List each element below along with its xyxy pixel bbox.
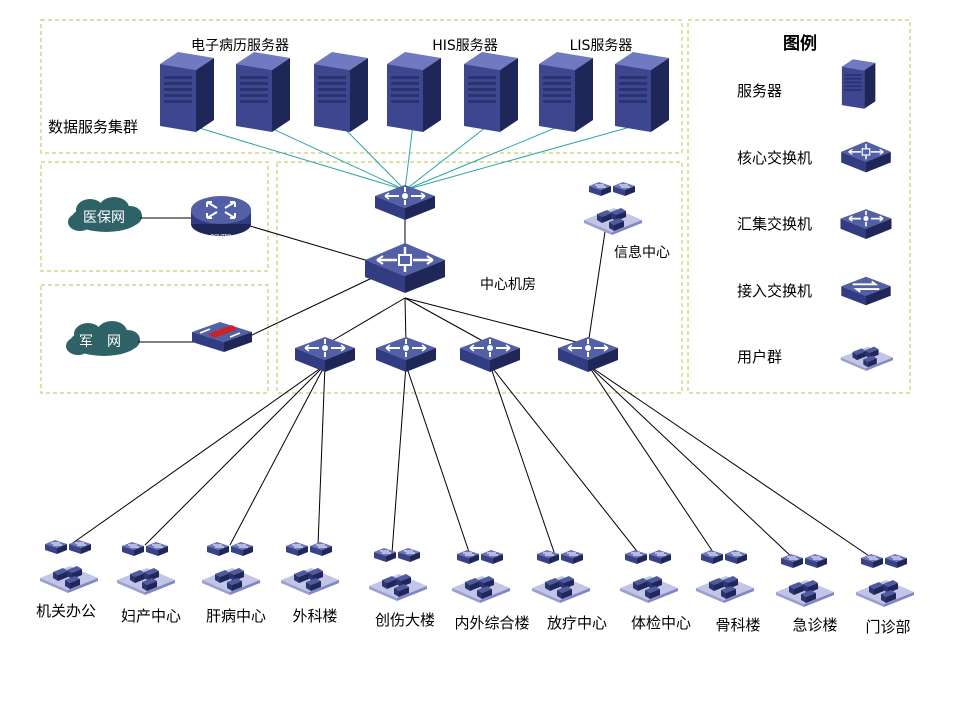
server-icon	[841, 59, 876, 109]
military-net-box	[40, 284, 269, 394]
building-label: 放疗中心	[547, 614, 607, 632]
user-group-icon	[117, 542, 175, 595]
central-room-label: 中心机房	[480, 277, 536, 293]
core-switch-icon	[363, 241, 447, 295]
server-links	[185, 123, 642, 191]
server-icon	[539, 52, 593, 132]
building-label: 肝病中心	[206, 607, 266, 625]
server-icon	[160, 52, 214, 132]
military-net-label: 军 网	[79, 334, 121, 350]
legend-box	[687, 19, 911, 394]
user-group-icon	[841, 347, 893, 371]
medical-insurance-label: 医保网	[83, 210, 125, 226]
medical-insurance-box	[40, 161, 269, 272]
user-group-icon	[40, 540, 98, 593]
access-switch-icon	[840, 275, 892, 307]
server-icon	[314, 52, 368, 132]
building-row	[40, 540, 914, 607]
aggregation-switch-icon	[459, 336, 521, 373]
server-icon	[615, 52, 669, 132]
building-labels: 机关办公 妇产中心 肝病中心 外科楼 创伤大楼 内外综合楼 放疗中心 体检中心 …	[36, 602, 911, 636]
his-server-label: HIS服务器	[432, 38, 498, 54]
server-icon	[236, 52, 290, 132]
user-group-icon	[452, 550, 510, 603]
router-icon	[190, 195, 252, 237]
core-links	[249, 210, 607, 346]
legend-label: 汇集交换机	[737, 215, 812, 233]
data-cluster-box	[40, 19, 683, 154]
building-label: 妇产中心	[121, 607, 181, 625]
user-group-icon	[202, 542, 260, 595]
info-center-label: 信息中心	[614, 244, 670, 261]
aggregation-switch-icon	[557, 336, 619, 373]
building-label: 内外综合楼	[454, 614, 529, 632]
user-group-icon	[281, 542, 339, 595]
building-label: 体检中心	[631, 614, 691, 632]
core-switch-icon	[840, 140, 892, 174]
building-label: 急诊楼	[792, 616, 837, 634]
building-label: 门诊部	[865, 618, 910, 636]
user-group-icon	[776, 554, 834, 607]
router-text: ROUTER	[211, 234, 232, 240]
legend: 服务器 核心交换机 汇集交换机 接入交换机 用户群	[737, 59, 893, 371]
building-label: 外科楼	[292, 607, 337, 625]
building-links	[69, 364, 876, 561]
legend-label: 核心交换机	[737, 149, 812, 167]
server-icon	[464, 52, 518, 132]
server-icon	[387, 52, 441, 132]
building-label: 骨科楼	[715, 616, 760, 634]
user-group-icon	[696, 550, 754, 603]
legend-label: 用户群	[737, 348, 782, 366]
legend-label: 接入交换机	[737, 282, 812, 300]
user-group-icon	[584, 182, 642, 235]
aggregation-switch-icon	[839, 208, 893, 240]
user-group-icon	[532, 550, 590, 603]
central-room-box	[276, 161, 683, 394]
user-group-icon	[856, 554, 914, 607]
server-rack	[160, 52, 669, 132]
legend-label: 服务器	[737, 82, 782, 100]
user-group-icon	[620, 550, 678, 603]
firewall-icon	[191, 321, 253, 353]
legend-title: 图例	[783, 33, 817, 54]
building-label: 创伤大楼	[375, 611, 435, 629]
data-cluster-title: 数据服务集群	[48, 118, 138, 136]
aggregation-switch-icon	[294, 336, 356, 373]
user-group-icon	[369, 548, 427, 601]
lis-server-label: LIS服务器	[570, 38, 633, 54]
building-label: 机关办公	[36, 602, 96, 620]
aggregation-switch-icon	[375, 336, 437, 373]
aggregation-switch-icon	[374, 184, 436, 221]
emr-server-label: 电子病历服务器	[191, 38, 289, 54]
